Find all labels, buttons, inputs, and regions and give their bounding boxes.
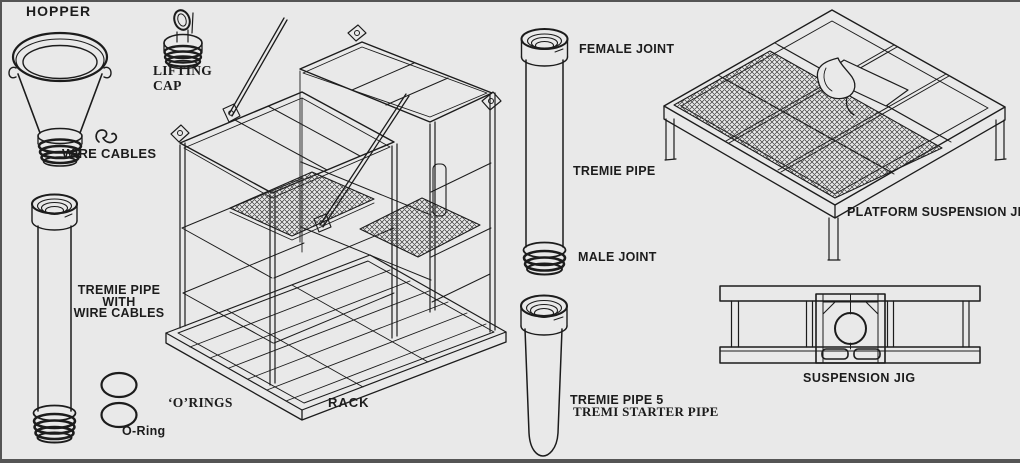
suspension-jig-bottom-beam: [719, 346, 981, 364]
platform-suspension-jig-label: PLATFORM SUSPENSION JIG: [847, 205, 1020, 219]
tpwc-label-line2: WITH: [102, 294, 136, 309]
platform-leg-right: [994, 119, 1007, 161]
rack-label: RACK: [328, 395, 370, 410]
tremie-pipe-middle-drawing: [520, 28, 569, 276]
tremi-starter-pipe-label: TREMI STARTER PIPE: [573, 404, 719, 419]
suspension-jig-pipe-hole: [834, 312, 867, 345]
starter-pipe-body: [524, 328, 563, 457]
platform-leg-front: [827, 217, 841, 261]
hopper-label: HOPPER: [26, 3, 92, 19]
male-joint-label: MALE JOINT: [578, 250, 657, 264]
wire-cables-icon: [95, 129, 118, 144]
rack-mesh-deck-right: [359, 197, 481, 258]
suspension-jig-drawing: [719, 285, 981, 364]
rack-mesh-deck-left: [229, 171, 375, 237]
tpwc-label-line3: WIRE CABLES: [73, 306, 165, 320]
o-rings-label: ‘O’RINGS: [168, 395, 233, 410]
platform-leg-left: [664, 118, 677, 161]
rack-lifting-lugs: [170, 24, 502, 143]
pipe-body: [37, 225, 72, 412]
tremie-pipe-with-wire-cables-label: TREMIE PIPE WITH WIRE CABLES: [38, 283, 200, 320]
platform-center-hopper: [816, 57, 909, 116]
hopper-right-ear: [103, 66, 112, 79]
hopper-left-ear: [8, 66, 17, 79]
platform-suspension-jig-drawing: [663, 9, 1007, 261]
lifting-cap-label-line2: CAP: [153, 78, 182, 93]
starter-pipe-drawing: [520, 294, 568, 457]
lifting-cap-drawing: [163, 9, 203, 70]
hopper-drawing: [8, 31, 112, 167]
hopper-cone: [17, 73, 103, 134]
wire-cables-label: WIRE CABLES: [62, 146, 157, 161]
sling-bar-right: [319, 93, 410, 228]
tpwc-label-line1: TREMIE PIPE: [77, 283, 161, 297]
sling-bar-left: [228, 17, 288, 117]
rack-drawing: [165, 17, 507, 421]
lifting-cap-label-line1: LIFTING: [153, 63, 213, 78]
female-joint-label: FEMALE JOINT: [579, 42, 675, 56]
lifting-cap-label: LIFTING CAP: [153, 63, 212, 93]
suspension-jig-label: SUSPENSION JIG: [803, 371, 916, 385]
tremie-pipe-label: TREMIE PIPE: [573, 164, 656, 178]
o-ring-bottom: [100, 401, 138, 429]
tremie-pipe-5-label: TREMIE PIPE 5: [570, 393, 664, 407]
o-rings-drawing: [100, 371, 138, 429]
tremie-pipe-left-drawing: [31, 193, 78, 444]
o-ring-label: O-Ring: [122, 424, 166, 438]
o-ring-top: [100, 371, 138, 399]
platform-mesh: [673, 50, 943, 199]
